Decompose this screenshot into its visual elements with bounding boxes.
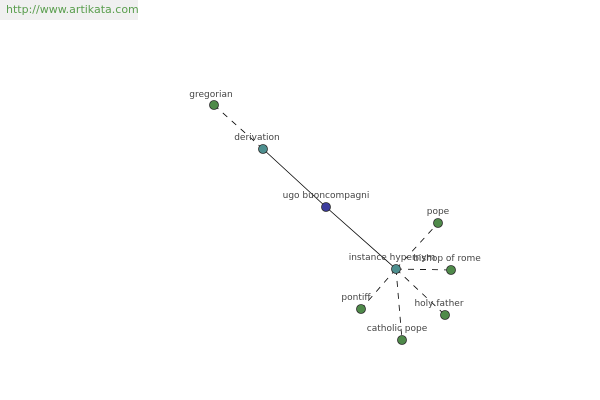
node-pope[interactable] [433, 218, 443, 228]
node-bishop[interactable] [446, 265, 456, 275]
node-label-derivation[interactable]: derivation [234, 133, 280, 143]
node-pontiff[interactable] [356, 304, 366, 314]
node-label-catholic[interactable]: catholic pope [367, 324, 428, 334]
edge-ugo-derivation [262, 148, 327, 208]
node-holyfather[interactable] [440, 310, 450, 320]
node-gregorian[interactable] [209, 100, 219, 110]
node-instance[interactable] [391, 264, 401, 274]
node-ugo[interactable] [321, 202, 331, 212]
site-url-link[interactable]: http://www.artikata.com [6, 3, 139, 16]
node-label-pontiff[interactable]: pontiff [341, 293, 371, 303]
node-label-bishop[interactable]: bishop of rome [413, 254, 481, 264]
node-label-holyfather[interactable]: holy father [414, 299, 463, 309]
edge-instance-pontiff [360, 268, 397, 310]
node-label-ugo[interactable]: ugo buoncompagni [283, 191, 370, 201]
node-catholic[interactable] [397, 335, 407, 345]
edge-instance-pope [395, 222, 439, 270]
node-label-pope[interactable]: pope [427, 207, 450, 217]
edge-instance-bishop [395, 268, 452, 271]
node-label-instance[interactable]: instance hypernym [349, 253, 436, 263]
url-banner: http://www.artikata.com [0, 0, 139, 20]
edge-ugo-instance [325, 206, 397, 270]
node-label-gregorian[interactable]: gregorian [189, 90, 232, 100]
node-derivation[interactable] [258, 144, 268, 154]
